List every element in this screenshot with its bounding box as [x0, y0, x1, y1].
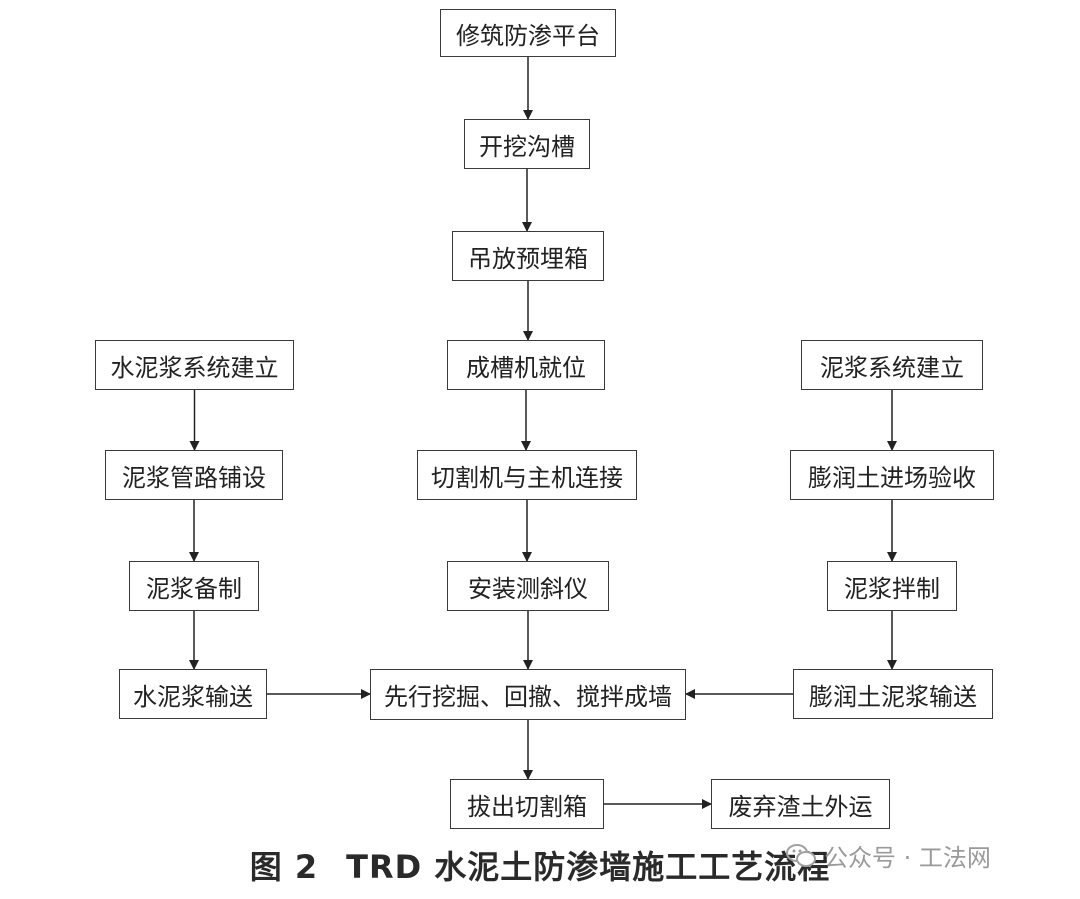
node-bentonite-inspection: 膨润土进场验收: [790, 450, 994, 500]
node-excavate-mix-wall: 先行挖掘、回撤、搅拌成墙: [370, 669, 686, 720]
figure-title: TRD 水泥土防渗墙施工工艺流程: [346, 848, 831, 886]
node-slurry-system: 泥浆系统建立: [801, 340, 983, 390]
node-excavate-trench: 开挖沟槽: [464, 119, 590, 169]
node-slurry-mixing: 泥浆拌制: [827, 561, 957, 611]
node-connect-cutter: 切割机与主机连接: [417, 450, 637, 500]
node-cement-delivery: 水泥浆输送: [119, 669, 267, 719]
node-machine-position: 成槽机就位: [447, 340, 605, 390]
watermark-text: 公众号 · 工法网: [824, 844, 991, 872]
figure-caption: 图 2 TRD 水泥土防渗墙施工工艺流程: [0, 842, 1080, 888]
node-waste-removal: 废弃渣土外运: [711, 779, 890, 829]
node-slurry-prep: 泥浆备制: [129, 561, 259, 611]
wechat-icon: [786, 843, 816, 867]
node-bentonite-delivery: 膨润土泥浆输送: [793, 669, 993, 719]
watermark: 公众号 · 工法网: [786, 838, 991, 873]
node-install-inclinometer: 安装测斜仪: [447, 561, 609, 611]
node-cement-system: 水泥浆系统建立: [95, 340, 294, 390]
node-slurry-pipeline: 泥浆管路铺设: [105, 450, 283, 500]
node-build-platform: 修筑防渗平台: [440, 9, 616, 57]
figure-number: 图 2: [249, 848, 319, 886]
node-hoist-box: 吊放预埋箱: [452, 231, 604, 281]
node-pull-cutter: 拔出切割箱: [450, 779, 604, 829]
